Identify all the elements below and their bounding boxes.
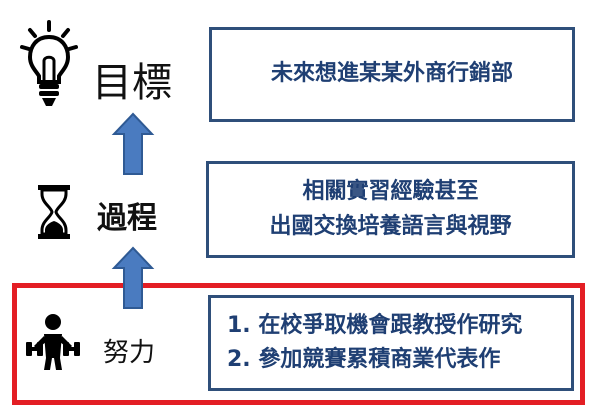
- goal-box-text: 未來想進某某外商行銷部: [270, 61, 513, 87]
- effort-box-line-1: 1. 在校爭取機會跟教授作研究: [227, 312, 523, 338]
- effort-title: 努力: [103, 338, 156, 368]
- arrow-up-icon: [111, 112, 155, 175]
- goal-title: 目標: [92, 60, 172, 106]
- arrow-up-icon: [111, 246, 155, 309]
- effort-highlight-frame: [12, 283, 585, 405]
- effort-box: 1. 在校爭取機會跟教授作研究 2. 參加競賽累積商業代表作: [208, 295, 574, 391]
- effort-box-line-2: 2. 參加競賽累積商業代表作: [227, 347, 501, 372]
- process-title: 過程: [97, 201, 157, 236]
- weightlifter-icon: [26, 314, 80, 370]
- hourglass-icon: [38, 185, 70, 239]
- lightbulb-icon: [20, 20, 78, 106]
- goal-box: 未來想進某某外商行銷部: [209, 27, 575, 122]
- process-box: 相關實習經驗甚至 出國交換培養語言與視野: [206, 161, 575, 258]
- process-box-line-1: 相關實習經驗甚至: [302, 179, 479, 205]
- process-box-line-2: 出國交換培養語言與視野: [269, 213, 512, 239]
